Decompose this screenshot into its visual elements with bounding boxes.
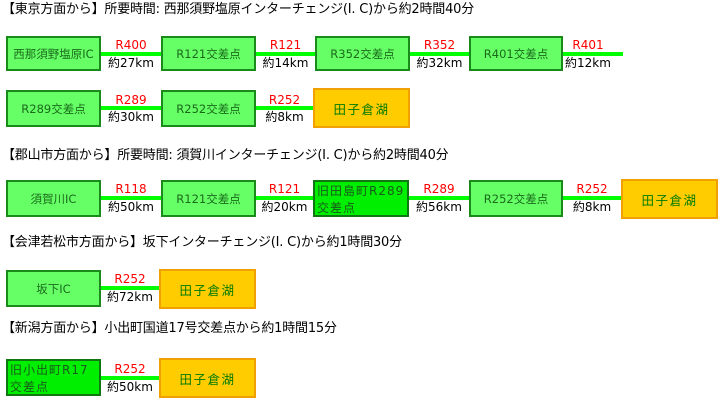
road-label: R352 [423, 38, 456, 52]
route-connector [101, 376, 159, 380]
route-node: 坂下IC [6, 270, 101, 307]
route-connector [256, 52, 315, 56]
road-label: R118 [115, 182, 147, 196]
road-label: R121 [269, 38, 302, 52]
road-label: R252 [114, 272, 146, 286]
route-connector [563, 196, 621, 200]
route-connector [409, 196, 469, 200]
route-connector [256, 106, 313, 110]
destination-node: 田子倉湖 [159, 358, 256, 398]
road-label: R252 [268, 93, 301, 107]
route-connector [410, 52, 469, 56]
route-node: R121交差点 [161, 180, 256, 217]
section-heading-aizuwakamatsu: 【会津若松市方面から】坂下インターチェンジ(I. C)から約1時間30分 [2, 235, 402, 250]
road-label: R252 [114, 362, 146, 376]
distance-label: 約8km [265, 110, 304, 124]
distance-label: 約14km [262, 56, 309, 70]
route-connector [256, 196, 313, 200]
section-heading-tokyo: 【東京方面から】所要時間: 西那須野塩原インターチェンジ(I. C)から約2時間… [2, 2, 475, 17]
distance-label: 約56km [416, 200, 462, 214]
route-node: R252交差点 [161, 90, 256, 127]
route-connector [563, 52, 623, 56]
destination-node: 田子倉湖 [621, 179, 718, 219]
destination-node: 田子倉湖 [159, 269, 256, 309]
route-connector [101, 196, 161, 200]
distance-label: 約32km [416, 56, 463, 70]
section-heading-niigata: 【新潟方面から】小出町国道17号交差点から約1時間15分 [2, 321, 337, 336]
distance-label: 約12km [565, 56, 611, 70]
destination-node: 田子倉湖 [313, 88, 410, 128]
route-node-highlight: 旧小出町R17交差点 [6, 359, 101, 396]
route-node: R401交差点 [469, 36, 563, 71]
road-label: R289 [423, 182, 455, 196]
road-label: R289 [115, 93, 147, 107]
distance-label: 約27km [108, 56, 154, 70]
distance-label: 約72km [107, 290, 153, 304]
distance-label: 約20km [261, 200, 308, 214]
distance-label: 約50km [108, 200, 154, 214]
route-connector [101, 286, 159, 290]
road-label: R400 [115, 38, 147, 52]
route-connector [101, 52, 161, 56]
route-node-highlight: 旧田島町R289交差点 [313, 180, 409, 217]
route-connector [101, 106, 161, 110]
route-node: 西那須野塩原IC [6, 36, 101, 71]
distance-label: 約30km [108, 110, 154, 124]
route-node: R252交差点 [469, 180, 563, 217]
route-node: R121交差点 [161, 36, 256, 71]
road-label: R252 [576, 182, 608, 196]
route-node: R352交差点 [315, 36, 410, 71]
route-node: R289交差点 [6, 90, 101, 127]
road-label: R121 [268, 182, 301, 196]
route-node: 須賀川IC [6, 180, 101, 217]
section-heading-koriyama: 【郡山市方面から】所要時間: 須賀川インターチェンジ(I. C)から約2時間40… [2, 148, 449, 163]
distance-label: 約8km [572, 200, 612, 214]
distance-label: 約50km [107, 380, 153, 394]
road-label: R401 [572, 38, 604, 52]
